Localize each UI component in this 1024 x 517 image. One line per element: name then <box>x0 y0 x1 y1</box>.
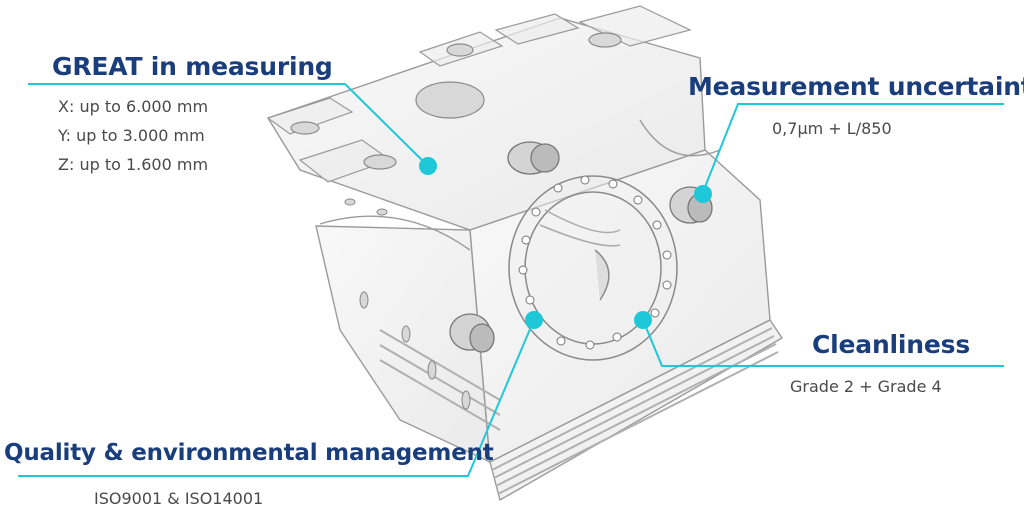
uncertainty-value: 0,7μm + L/850 <box>772 119 892 138</box>
dot-cleanliness <box>634 311 652 329</box>
leader-dots <box>419 157 712 329</box>
uncertainty-title: Measurement uncertainty <box>688 72 1024 101</box>
range-z: Z: up to 1.600 mm <box>58 155 209 174</box>
flange-bolt-holes <box>518 175 672 350</box>
quality-value: ISO9001 & ISO14001 <box>94 489 264 508</box>
quality-title: Quality & environmental management <box>4 440 494 466</box>
flange <box>508 175 678 361</box>
saddle-arcs <box>319 119 721 251</box>
range-x: X: up to 6.000 mm <box>58 97 209 116</box>
measuring-ranges: X: up to 6.000 mm Y: up to 3.000 mm Z: u… <box>58 92 208 179</box>
range-y: Y: up to 3.000 mm <box>58 126 205 145</box>
leader-lines <box>18 83 1004 477</box>
leader-measuring <box>28 83 429 167</box>
dot-uncertainty <box>694 185 712 203</box>
cleanliness-title: Cleanliness <box>812 330 970 359</box>
housing-ribs <box>379 327 779 495</box>
cleanliness-value: Grade 2 + Grade 4 <box>790 377 942 396</box>
dot-quality <box>525 311 543 329</box>
leader-quality <box>18 321 534 477</box>
measuring-title: GREAT in measuring <box>52 52 333 81</box>
leader-cleanliness <box>642 319 1004 367</box>
threaded-bores <box>449 141 713 353</box>
side-holes <box>344 198 471 410</box>
top-holes <box>290 32 622 170</box>
leader-uncertainty <box>702 103 1004 193</box>
dot-measuring <box>419 157 437 175</box>
